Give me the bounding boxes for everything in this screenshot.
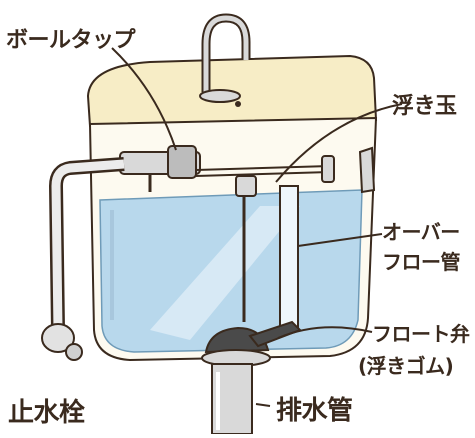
- label-flapper-line2: (浮きゴム): [358, 354, 454, 378]
- leader-lines: [111, 47, 403, 407]
- leader-float-ball: [275, 103, 403, 183]
- label-overflow-line1: オーバー: [382, 220, 460, 244]
- label-flapper-line1: フロート弁: [372, 322, 470, 346]
- stop-valve-icon: [41, 323, 83, 361]
- flapper-valve-icon: [201, 320, 302, 367]
- leader-overflow: [297, 233, 383, 247]
- leader-drain: [255, 403, 271, 407]
- label-stop-valve: 止水栓: [8, 398, 85, 428]
- faucet-spout-icon: [199, 13, 251, 107]
- supply-pipe: [48, 157, 125, 331]
- overflow-pipe: [279, 185, 299, 329]
- ball-tap-assembly: [119, 145, 331, 192]
- label-ball-tap: ボールタップ: [6, 28, 136, 53]
- water-highlight: [150, 206, 300, 340]
- leader-flapper: [277, 326, 373, 339]
- label-float-ball: 浮き玉: [392, 94, 457, 119]
- leader-ball-tap: [111, 47, 177, 151]
- label-drain-pipe: 排水管: [276, 396, 353, 426]
- float-ball-icon: [235, 155, 335, 322]
- flush-handle: [358, 146, 376, 194]
- label-overflow-line2: フロー管: [382, 250, 461, 274]
- drain-pipe: [211, 363, 253, 435]
